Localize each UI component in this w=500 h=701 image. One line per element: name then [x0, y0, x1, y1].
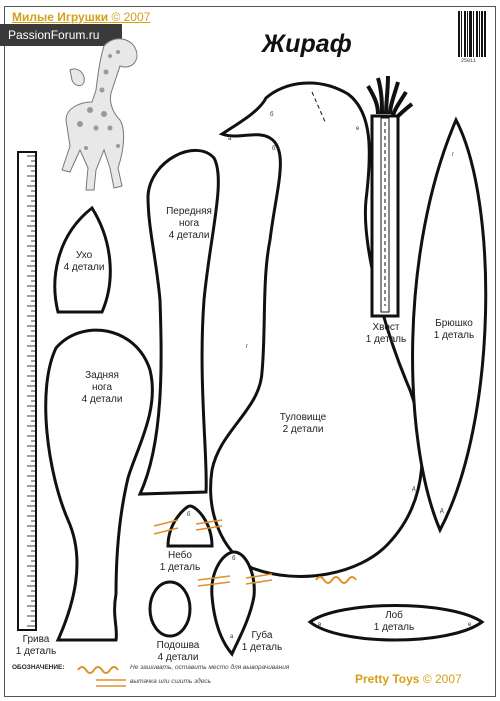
giraffe-illustration: [61, 38, 138, 191]
lip-mark-right: [245, 573, 273, 585]
label-palate-count: 1 деталь: [159, 562, 201, 573]
barcode: [458, 11, 486, 57]
brand-top: Милые Игрушки © 2007: [12, 10, 150, 24]
watermark-banner: PassionForum.ru: [0, 24, 122, 46]
letter-b-2: б: [272, 146, 276, 152]
hind-leg-piece: [44, 328, 154, 642]
giraffe-spots: [77, 50, 120, 150]
lip-mark-left: [197, 575, 231, 587]
label-front-leg-name1: Передняя: [166, 206, 212, 217]
label-mane: Грива 1 деталь: [8, 634, 64, 658]
footer-year: © 2007: [422, 672, 462, 686]
label-ear-count: 4 детали: [63, 262, 105, 273]
legend-wavy-symbol: [77, 666, 119, 674]
label-hind-leg: Задняя нога 4 детали: [72, 370, 132, 406]
palate-mark-right: [195, 519, 223, 531]
label-sole-name: Подошва: [156, 640, 200, 651]
letter-g-1: г: [246, 344, 249, 350]
letter-v-1: в: [318, 622, 321, 628]
label-hind-leg-name1: Задняя: [85, 370, 119, 381]
label-mane-count: 1 деталь: [15, 646, 57, 657]
label-forehead-count: 1 деталь: [373, 622, 415, 633]
legend-title: ОБОЗНАЧЕНИЕ:: [12, 664, 65, 671]
label-body-name: Туловище: [279, 412, 327, 423]
pattern-title: Жираф: [262, 30, 352, 58]
label-tail-count: 1 деталь: [365, 334, 407, 345]
label-front-leg: Передняя нога 4 детали: [156, 206, 222, 242]
label-belly-count: 1 деталь: [433, 330, 475, 341]
palate-mark-left: [153, 519, 179, 535]
sole-piece: [148, 580, 192, 638]
letter-b-1: б: [270, 112, 274, 118]
label-lip: Губа 1 деталь: [234, 630, 290, 654]
label-palate: Небо 1 деталь: [150, 550, 210, 574]
label-tail-name: Хвост: [372, 322, 400, 333]
brand-name: Милые Игрушки: [12, 10, 109, 24]
label-sole-count: 4 детали: [157, 652, 199, 663]
label-tail: Хвост 1 деталь: [356, 322, 416, 346]
barcode-number: 25011: [461, 58, 477, 64]
belly-piece: [411, 116, 488, 534]
label-hind-leg-count: 4 детали: [81, 394, 123, 405]
label-body: Туловище 2 детали: [268, 412, 338, 436]
label-front-leg-count: 4 детали: [168, 230, 210, 241]
point-letters: а б б е г г д д б б а в е: [187, 112, 472, 640]
brand-year: © 2007: [111, 10, 151, 24]
legend-text-opening: Не зашивать, оставить место для выворачи…: [130, 664, 290, 671]
forehead-piece: [307, 604, 485, 642]
label-lip-count: 1 деталь: [241, 642, 283, 653]
opening-mark-body: [315, 576, 357, 584]
tail-piece: [366, 75, 414, 318]
ear-piece: [53, 205, 112, 314]
letter-a-2: а: [230, 634, 234, 640]
label-hind-leg-name2: нога: [91, 382, 113, 393]
letter-a-1: а: [228, 136, 232, 142]
legend-text-dart: вытачка или сшить здесь: [130, 678, 211, 685]
body-piece: [209, 81, 424, 578]
label-ear: Ухо 4 детали: [62, 250, 106, 274]
label-mane-name: Грива: [22, 634, 50, 645]
label-ear-name: Ухо: [75, 250, 93, 261]
palate-piece: [166, 504, 214, 548]
letter-g-2: г: [452, 152, 455, 158]
legend-line-symbol: [96, 679, 126, 687]
letter-b-3: б: [187, 512, 191, 518]
front-leg-piece: [137, 148, 220, 496]
label-belly-name: Брюшко: [435, 318, 473, 329]
letter-d-2: д: [440, 508, 444, 514]
ruler: [17, 151, 37, 631]
label-lip-name: Губа: [251, 630, 273, 641]
letter-e-1: е: [356, 126, 360, 132]
label-belly: Брюшко 1 деталь: [424, 318, 484, 342]
letter-d-1: д: [412, 486, 416, 492]
page-border: [4, 6, 496, 697]
footer-brand-name: Pretty Toys: [355, 672, 420, 686]
footer-brand: Pretty Toys © 2007: [355, 672, 462, 686]
label-forehead: Лоб 1 деталь: [364, 610, 424, 634]
label-body-count: 2 детали: [282, 424, 324, 435]
letter-b-4: б: [232, 556, 236, 562]
body-dart-line: [311, 91, 327, 125]
letter-e-2: е: [468, 622, 472, 628]
label-front-leg-name2: нога: [178, 218, 200, 229]
label-palate-name: Небо: [168, 550, 192, 561]
label-forehead-name: Лоб: [385, 610, 403, 621]
label-sole: Подошва 4 детали: [148, 640, 208, 664]
